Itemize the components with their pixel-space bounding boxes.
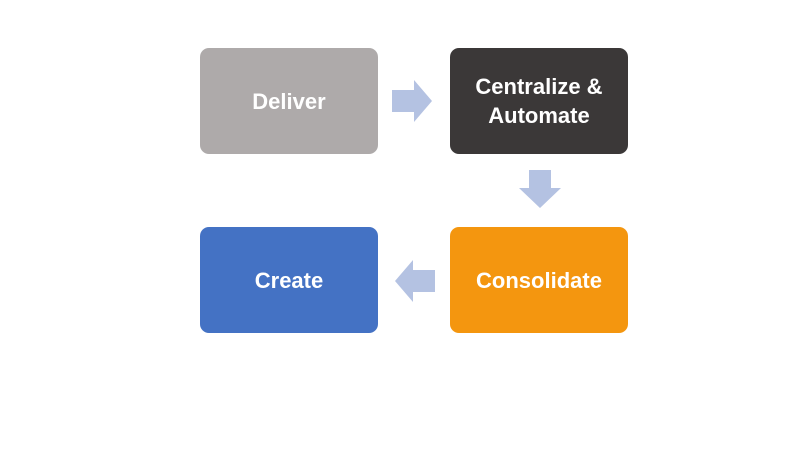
deliver-label: Deliver: [252, 88, 326, 114]
arrow-left-icon: [395, 260, 435, 302]
consolidate-box: Consolidate: [450, 227, 628, 333]
create-box: Create: [200, 227, 378, 333]
consolidate-label: Consolidate: [476, 267, 602, 293]
arrow-right-icon: [392, 80, 432, 122]
arrow-down-icon: [519, 170, 561, 208]
centralize-automate-label: Centralize & Automate: [475, 74, 603, 128]
centralize-automate-box: Centralize & Automate: [450, 48, 628, 154]
create-label: Create: [254, 267, 324, 293]
deliver-box: Deliver: [200, 48, 378, 154]
